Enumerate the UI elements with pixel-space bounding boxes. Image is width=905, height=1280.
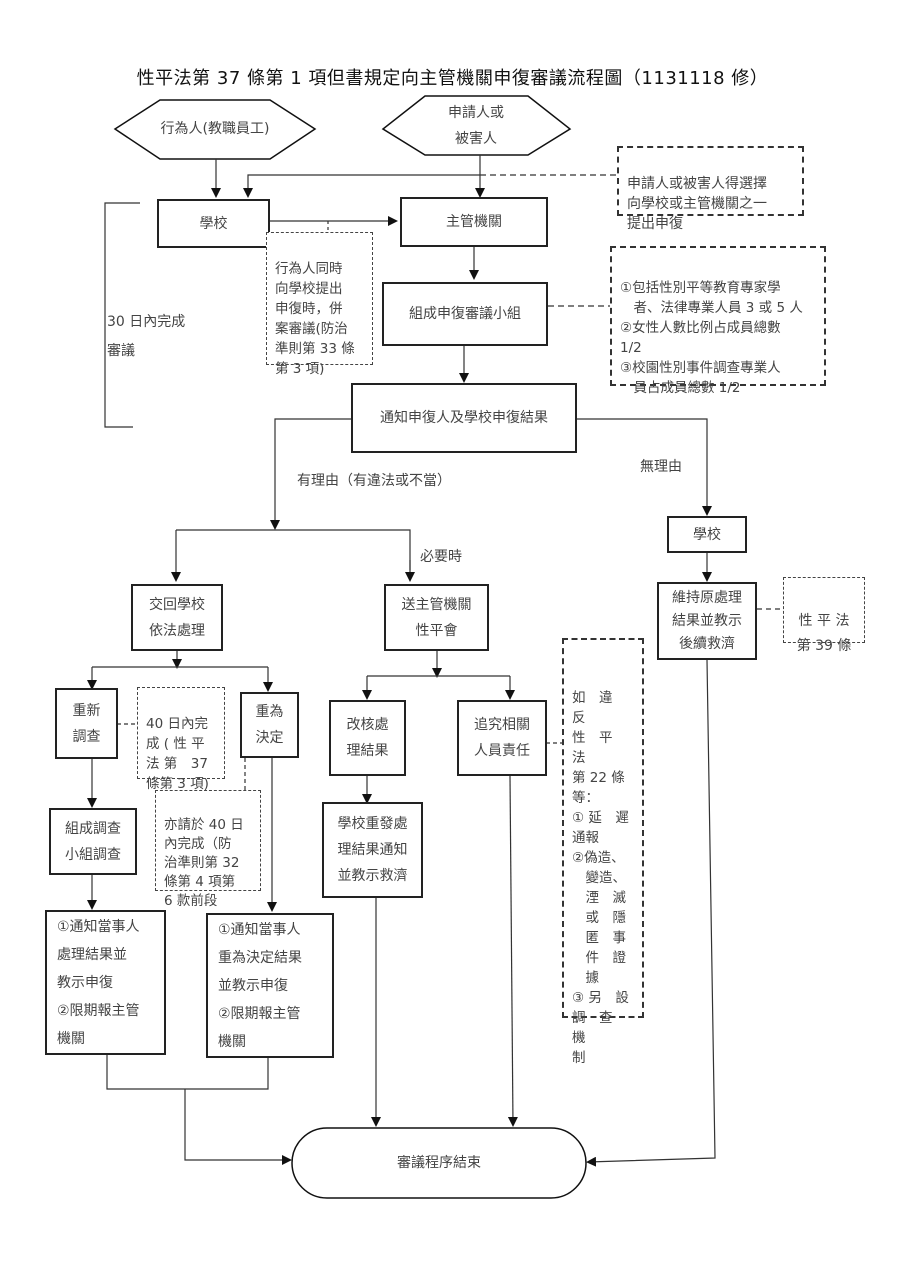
page-title: 性平法第 37 條第 1 項但書規定向主管機關申復審議流程圖（1131118 修…	[136, 68, 769, 89]
note-text: 性 平 法 第 39 條	[796, 613, 852, 654]
box-authority: 主管機關	[400, 197, 548, 247]
box-redecide: 重為 決定	[240, 692, 299, 758]
note-text: 行為人同時 向學校提出 申復時，併 案審議(防治 準則第 33 條 第 3 項)	[275, 261, 355, 377]
box-label: ①通知當事人 處理結果並 教示申復 ②限期報主管 機關	[57, 918, 140, 1047]
box-notify-result: 通知申復人及學校申復結果	[351, 383, 577, 453]
box-label: 學校	[199, 215, 228, 232]
start-actor: 行為人(教職員工)	[150, 116, 280, 142]
actor-hexagon	[113, 99, 317, 160]
box-label-line: 理結果通知	[337, 842, 408, 858]
note-text: 申請人或被害人得選擇 向學校或主管機關之一 提出申復	[627, 176, 767, 232]
label-thirty-days-1: 30 日內完成	[107, 314, 186, 330]
box-form-team: 組成調查 小組調查	[49, 808, 137, 875]
box-label-line: 重新	[72, 702, 101, 719]
box-label-line: 學校重發處	[337, 816, 408, 832]
label-with-reason: 有理由（有違法或不當）	[297, 473, 451, 489]
start-applicant: 申請人或 被害人	[420, 100, 532, 152]
note-text: ①包括性別平等教育專家學 者、法律專業人員 3 或 5 人 ②女性人數比例占成員…	[620, 280, 803, 396]
label-when-needed: 必要時	[420, 549, 462, 565]
box-label-line: 人員責任	[474, 743, 530, 759]
note-forty-days-b: 亦請於 40 日 內完成（防 治準則第 32 條第 4 項第 6 款前段	[155, 790, 261, 909]
box-label-line: 依法處理	[149, 622, 205, 639]
box-label-line: 追究相關	[474, 717, 530, 733]
box-label-line: 維持原處理	[672, 589, 742, 606]
note-composition: ①包括性別平等教育專家學 者、法律專業人員 3 或 5 人 ②女性人數比例占成員…	[610, 246, 826, 396]
box-label: 組成申復審議小組	[409, 306, 521, 322]
note-forty-days: 40 日內完 成 ( 性 平 法 第 37 條第 3 項)	[137, 687, 225, 792]
box-label-line: 送主管機關	[401, 596, 472, 613]
applicant-hexagon	[381, 95, 572, 156]
note-choose: 申請人或被害人得選擇 向學校或主管機關之一 提出申復	[617, 146, 804, 232]
note-art39: 性 平 法 第 39 條	[783, 577, 865, 654]
box-label-line: 決定	[255, 730, 284, 746]
applicant-label-line1: 申請人或	[448, 105, 504, 121]
box-return-school: 交回學校 依法處理	[131, 584, 223, 651]
box-label-line: 並教示救濟	[337, 868, 408, 884]
note-text: 亦請於 40 日 內完成（防 治準則第 32 條第 4 項第 6 款前段	[164, 817, 244, 909]
box-label-line: 後續救濟	[679, 635, 735, 652]
box-label-line: 理結果	[346, 743, 389, 759]
note-text: 40 日內完 成 ( 性 平 法 第 37 條第 3 項)	[146, 716, 209, 792]
box-label: 主管機關	[446, 214, 502, 230]
box-send-committee: 送主管機關 性平會	[384, 584, 489, 651]
box-label-line: 性平會	[415, 622, 458, 639]
box-reinvestigate: 重新 調查	[55, 688, 118, 759]
box-school-top: 學校	[157, 199, 270, 248]
end-terminator-shape	[291, 1127, 587, 1199]
label-no-reason: 無理由	[640, 459, 682, 475]
box-school-reissue: 學校重發處 理結果通知 並教示救濟	[322, 802, 423, 898]
box-label-line: 交回學校	[149, 596, 205, 613]
note-violation: 如 違 反 性 平 法 第 22 條 等： ① 延 遲 通報 ②偽造、 變造、 …	[562, 638, 644, 1066]
box-label-line: 組成調查	[65, 820, 121, 837]
note-merge: 行為人同時 向學校提出 申復時，併 案審議(防治 準則第 33 條 第 3 項)	[266, 232, 373, 377]
note-text: 如 違 反 性 平 法 第 22 條 等： ① 延 遲 通報 ②偽造、 變造、 …	[572, 690, 629, 1066]
box-review-group: 組成申復審議小組	[382, 282, 548, 346]
actor-label: 行為人(教職員工)	[160, 121, 270, 137]
box-label-line: 調查	[72, 728, 101, 745]
box-label: 通知申復人及學校申復結果	[380, 410, 548, 426]
end-label: 審議程序結束	[397, 1155, 481, 1171]
label-thirty-days-2: 審議	[107, 343, 135, 359]
box-maintain: 維持原處理 結果並教示 後續救濟	[657, 582, 757, 660]
box-label: ①通知當事人 重為決定結果 並教示申復 ②限期報主管 機關	[218, 921, 302, 1050]
box-pursue: 追究相關 人員責任	[457, 700, 547, 776]
box-school-right: 學校	[667, 516, 747, 553]
box-notify-party-b: ①通知當事人 重為決定結果 並教示申復 ②限期報主管 機關	[206, 913, 334, 1058]
applicant-label-line2: 被害人	[455, 131, 497, 147]
box-revise: 改核處 理結果	[329, 700, 406, 776]
end-terminator: 審議程序結束	[292, 1150, 586, 1176]
box-label: 學校	[693, 526, 721, 543]
box-label-line: 重為	[255, 704, 284, 720]
box-label-line: 結果並教示	[672, 612, 742, 629]
box-label-line: 改核處	[346, 717, 389, 733]
box-notify-party-a: ①通知當事人 處理結果並 教示申復 ②限期報主管 機關	[45, 910, 166, 1055]
box-label-line: 小組調查	[65, 846, 121, 863]
